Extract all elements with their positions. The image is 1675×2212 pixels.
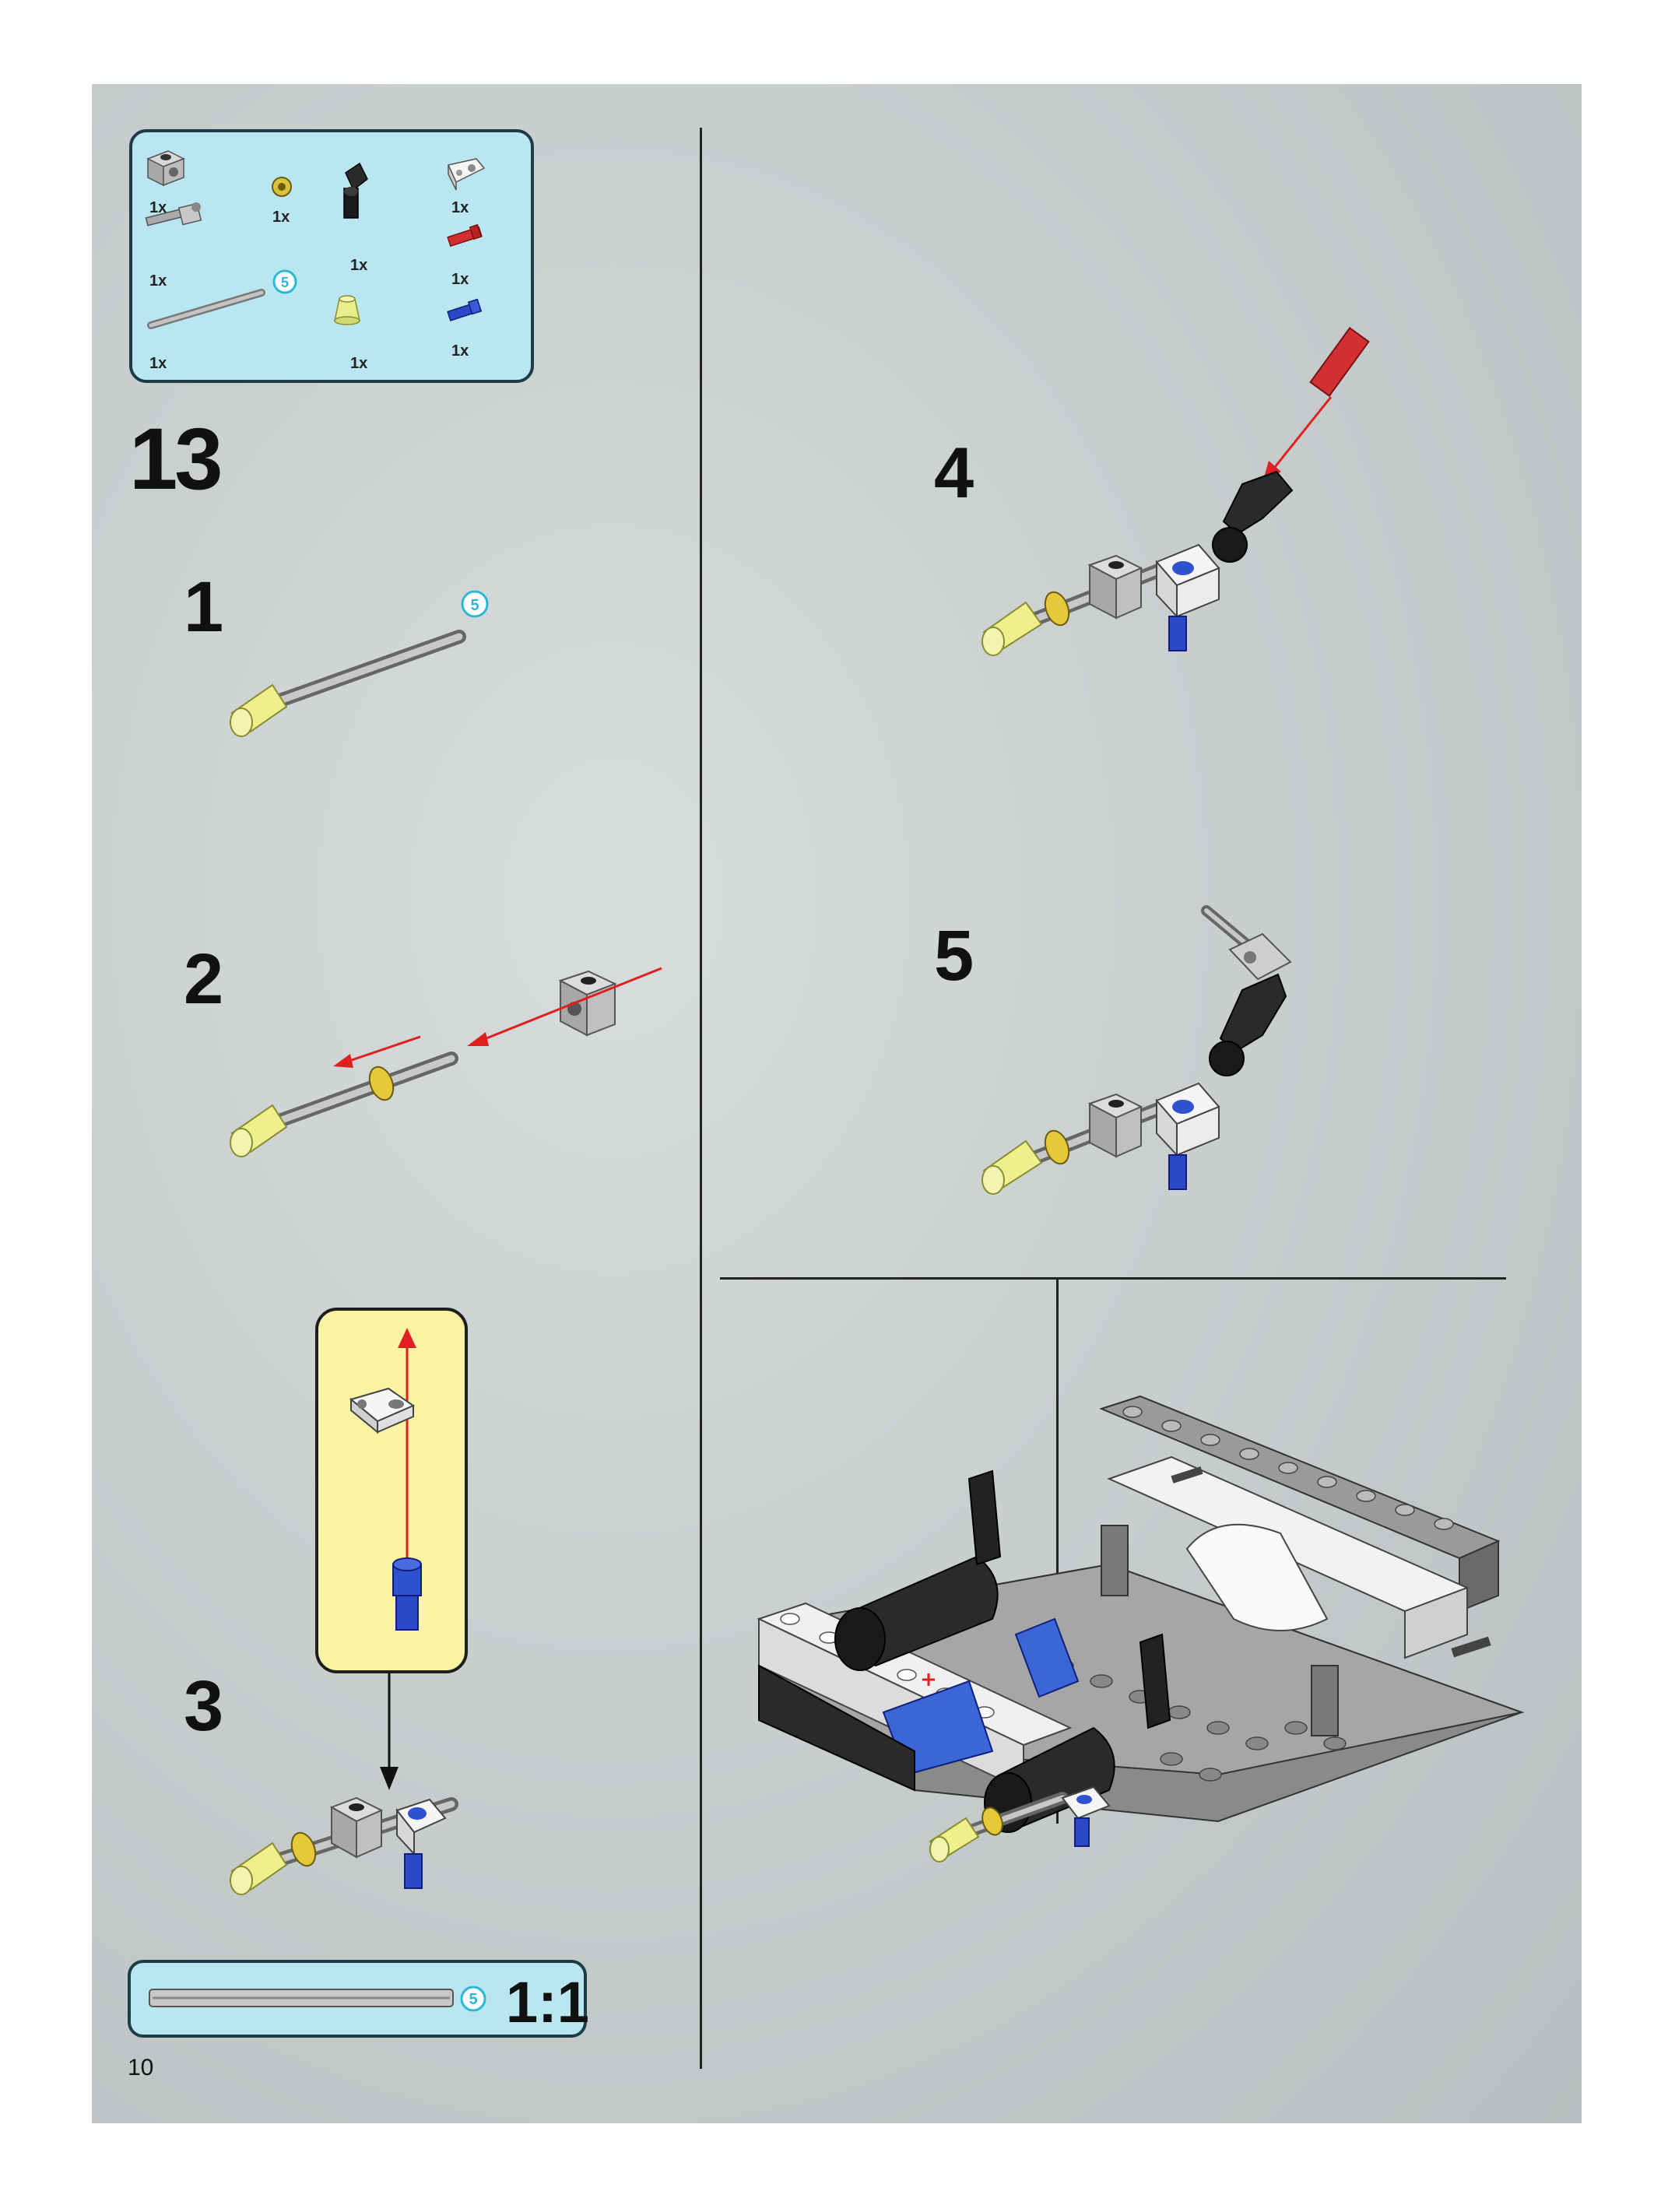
substep-5-label: 5 [934, 915, 974, 997]
substep-4-illustration [973, 311, 1409, 669]
section-divider [720, 1277, 1506, 1280]
qty-red-axle-pin: 1x [451, 271, 469, 289]
substep-1-label: 1 [184, 567, 223, 648]
substep-3-illustration [226, 1673, 506, 1922]
qty-blue-pin: 1x [451, 342, 469, 360]
scale-reference-box: 5 1:1 [128, 1960, 587, 2038]
substep-1-illustration: 5 [226, 584, 506, 739]
qty-perpendicular-connector: 1x [451, 199, 469, 217]
substep-2-illustration [226, 950, 677, 1167]
parts-list-box: 5 1x 1x 1x 1x 1x 1x 1x 1x 1x [129, 129, 534, 383]
substep-2-label: 2 [184, 939, 223, 1020]
cone-icon [335, 296, 360, 325]
svg-text:5: 5 [281, 275, 289, 290]
bush-half-icon [272, 177, 291, 196]
assembly-callout [315, 1308, 468, 1673]
page-number: 10 [128, 2055, 153, 2081]
substep-5-illustration [973, 903, 1409, 1230]
red-axle-pin-icon [448, 225, 482, 246]
axle-5-icon [151, 293, 262, 325]
qty-axle-with-stud: 1x [149, 272, 167, 290]
qty-brick: 1x [149, 199, 167, 217]
angle-connector-icon [344, 163, 367, 218]
length-badge-icon: 5 [274, 271, 296, 293]
step-number: 13 [129, 409, 220, 509]
qty-angle-connector: 1x [350, 257, 367, 275]
perpendicular-connector-icon [448, 159, 484, 190]
substep-4-label: 4 [934, 433, 974, 514]
svg-text:5: 5 [470, 597, 479, 614]
scale-label: 1:1 [506, 1969, 589, 2035]
svg-text:5: 5 [469, 1991, 477, 2008]
technic-brick-icon [148, 151, 184, 185]
blue-pin-icon [448, 300, 481, 321]
qty-cone: 1x [350, 355, 367, 373]
substep-3-label: 3 [184, 1666, 223, 1747]
model-overview-illustration [736, 1385, 1553, 1993]
qty-axle-5: 1x [149, 355, 167, 373]
qty-bush: 1x [272, 209, 290, 226]
column-divider [700, 128, 702, 2069]
